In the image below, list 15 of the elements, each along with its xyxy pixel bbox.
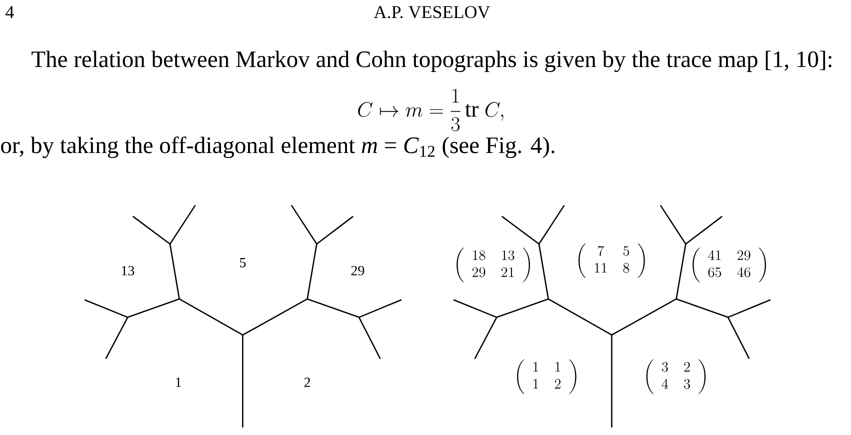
body-text: The relation between Markov and Cohn topographs is given by the trace map [1, 10]: [32,50,832,72]
matrix: $\left(\begin{array}{cc} 3 & 2 \\ 4 & 3 \end{array}\right)$ [646,359,706,394]
matrix: $\left(\begin{array}{cc} 7 & 5 \\ 11 & 8 \end{array}\right)$ [578,243,645,278]
face-number: 1 [176,378,181,387]
body-text: or, by taking the off-diagonal element m = C$_{12}$ (see Fig. 4). [1,136,554,158]
face-number: 5 [240,258,246,268]
page-number: 4 [6,6,14,18]
display-formula: $C \mapsto m = \frac{1}{3}\,\mathrm{tr}\; C,$ [358,88,504,132]
matrix: $\left(\begin{array}{cc} 1 & 1 \\ 1 & 2 \end{array}\right)$ [517,359,576,394]
face-number: 13 [122,266,134,276]
face-number: 29 [351,266,364,276]
matrix: $\left(\begin{array}{cc} 18 & 13 \\ 29 & 21 \end{array}\right)$ [456,248,530,282]
matrix: $\left(\begin{array}{cc} 41 & 29 \\ 65 & 46 \end{array}\right)$ [692,248,766,282]
running-head: A.P. VESELOV [374,6,490,18]
face-number: 2 [304,378,310,387]
